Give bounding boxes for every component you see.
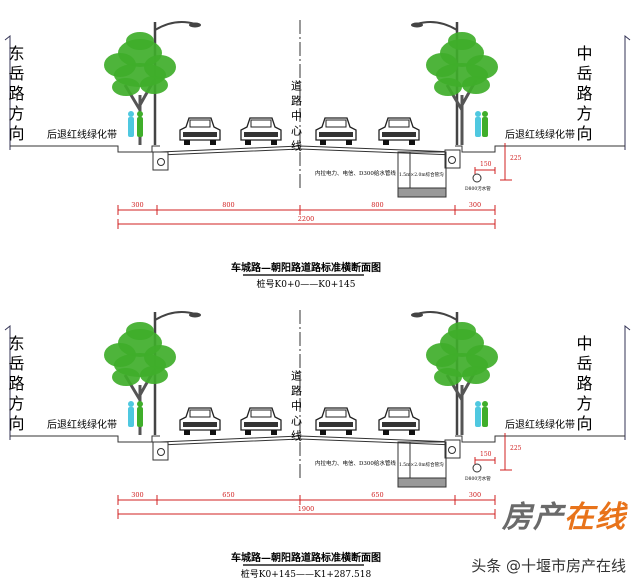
dimension-segment: 800 — [222, 201, 234, 209]
left-greenbelt-label: 后退红线绿化带 — [47, 418, 117, 431]
pipe-label: 内拉电力、电信、D300给水管线 — [315, 169, 396, 177]
dimension-segment: 800 — [371, 201, 383, 209]
road-surface — [10, 435, 625, 488]
dimension-lines — [117, 205, 496, 229]
car-icon — [240, 407, 282, 435]
pedestrian-icon — [475, 111, 481, 137]
right-greenbelt-label: 后退红线绿化带 — [505, 418, 575, 431]
utility-tunnel-label: 1.5m×2.0m综合管沟 — [399, 171, 444, 178]
dimension-small: 150 — [480, 451, 492, 458]
dimension-vertical: 225 — [510, 445, 522, 452]
car-icon — [179, 407, 221, 435]
dimension-total: 2200 — [298, 215, 315, 223]
watermark-source: 头条 @十堰市房产在线 — [471, 557, 626, 575]
dimension-total: 1900 — [298, 505, 315, 513]
dimension-segment: 300 — [131, 201, 143, 209]
drawing-title: 车城路—朝阳路道路标准横断面图 — [231, 261, 381, 274]
car-icon — [378, 407, 420, 435]
pedestrian-icon — [482, 111, 488, 137]
cross-section-panel: 东岳路方向 中岳路方向 道路中心线后退红线绿化带 后退红线绿化带内拉电力、电信、D30… — [0, 290, 640, 582]
drawing-title: 车城路—朝阳路道路标准横断面图 — [231, 551, 381, 564]
tree-icon — [104, 32, 176, 145]
sewer-label: D800污水管 — [465, 185, 491, 192]
dimension-segment: 650 — [371, 491, 383, 499]
car-icon — [315, 407, 357, 435]
dimension-small: 150 — [480, 161, 492, 168]
pedestrian-icon — [475, 401, 481, 427]
tree-icon — [104, 322, 176, 435]
left-direction-label: 东岳路方向 — [6, 335, 25, 435]
right-direction-label: 中岳路方向 — [574, 335, 593, 435]
pipe-label: 内拉电力、电信、D300给水管线 — [315, 459, 396, 467]
car-icon — [179, 117, 221, 145]
dimension-lines — [117, 495, 496, 519]
cross-section-panel: 东岳路方向 中岳路方向 道路中心线后退红线绿化带 后退红线绿化带内拉电力、电信、D30… — [4, 20, 631, 290]
right-greenbelt-label: 后退红线绿化带 — [505, 128, 575, 141]
car-icon — [315, 117, 357, 145]
left-greenbelt-label: 后退红线绿化带 — [47, 128, 117, 141]
utility-tunnel-label: 1.5m×2.0m综合管沟 — [399, 461, 444, 468]
tree-icon — [426, 322, 498, 435]
watermark-logo: 房产在线 — [502, 500, 626, 535]
drawing-subtitle: 桩号K0+145——K1+287.518 — [241, 568, 372, 580]
drawing-subtitle: 桩号K0+0——K0+145 — [257, 278, 356, 290]
centerline-label: 道路中心线 — [290, 79, 303, 155]
car-icon — [378, 117, 420, 145]
dimension-segment: 300 — [469, 201, 481, 209]
sewer-label: D800污水管 — [465, 475, 491, 482]
dimension-vertical: 225 — [510, 155, 522, 162]
pedestrian-icon — [482, 401, 488, 427]
tree-icon — [426, 32, 498, 145]
pedestrian-icon — [137, 111, 143, 137]
dimension-segment: 300 — [131, 491, 143, 499]
pedestrian-icon — [128, 111, 134, 137]
dimension-segment: 300 — [469, 491, 481, 499]
road-surface — [10, 145, 625, 198]
pedestrian-icon — [137, 401, 143, 427]
centerline-label: 道路中心线 — [290, 369, 303, 445]
right-direction-label: 中岳路方向 — [574, 45, 593, 145]
pedestrian-icon — [128, 401, 134, 427]
dimension-segment: 650 — [222, 491, 234, 499]
car-icon — [240, 117, 282, 145]
left-direction-label: 东岳路方向 — [6, 45, 25, 145]
